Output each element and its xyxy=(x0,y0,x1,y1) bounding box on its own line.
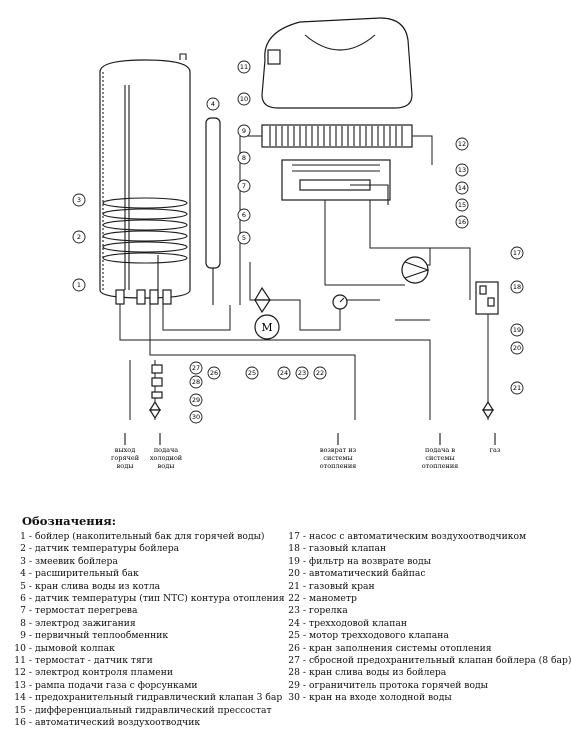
heat-exchanger xyxy=(261,124,413,148)
boiler-schematic: M 11 10 4 9 8 7 6 5 3 2 1 12 13 14 15 16… xyxy=(72,17,524,470)
legend-item: 21 -газовый кран xyxy=(288,580,375,592)
callout-1: 1 xyxy=(77,281,81,289)
callout-9: 9 xyxy=(242,127,246,135)
tank-coil xyxy=(102,197,188,264)
legend-item: 9 -первичный теплообменник xyxy=(20,630,169,642)
tank-fittings xyxy=(115,289,172,305)
legend-item: 5 -кран слива воды из котла xyxy=(20,580,161,592)
callout-25: 25 xyxy=(248,369,256,377)
callout-2: 2 xyxy=(77,233,81,241)
legend-item: 24 -трехходовой клапан xyxy=(288,617,408,629)
callout-27: 27 xyxy=(192,364,200,372)
legend-item: 27 -сбросной предохранительный клапан бо… xyxy=(288,655,571,667)
pump xyxy=(401,256,430,284)
legend-item: 18 -газовый клапан xyxy=(288,543,387,555)
callout-16: 16 xyxy=(458,218,466,226)
legend-item: 25 -мотор трехходового клапана xyxy=(288,630,449,642)
legend-item: 14 -предохранительный гидравлический кла… xyxy=(14,692,283,704)
callout-6: 6 xyxy=(242,211,246,219)
callout-11: 11 xyxy=(240,63,248,71)
callout-5: 5 xyxy=(242,234,246,242)
legend-item: 16 -автоматический воздухоотводчик xyxy=(14,717,201,729)
callout-labels: 11 10 4 9 8 7 6 5 3 2 1 12 13 14 15 16 1… xyxy=(72,60,524,424)
legend-item: 3 -змеевик бойлера xyxy=(20,555,118,567)
port-gas: газ xyxy=(490,446,501,454)
callout-18: 18 xyxy=(513,283,521,291)
legend-item: 1 -бойлер (накопительный бак для горячей… xyxy=(20,531,265,542)
callout-4: 4 xyxy=(211,100,215,108)
callout-29: 29 xyxy=(192,396,200,404)
callout-10: 10 xyxy=(240,95,248,103)
callout-7: 7 xyxy=(242,182,246,190)
legend-item: 6 -датчик температуры (тип NTC) контура … xyxy=(20,593,285,605)
callout-28: 28 xyxy=(192,378,200,386)
burner xyxy=(281,159,391,205)
manometer xyxy=(332,294,348,310)
legend-left-column: 1 -бойлер (накопительный бак для горячей… xyxy=(10,531,285,730)
callout-3: 3 xyxy=(77,196,81,204)
callout-8: 8 xyxy=(242,154,246,162)
legend-right-column: 17 -насос с автоматическим воздухоотводч… xyxy=(284,531,571,705)
legend-item: 29 -ограничитель протока горячей воды xyxy=(288,679,488,691)
motor-label: M xyxy=(261,321,272,334)
legend-item: 2 -датчик температуры бойлера xyxy=(20,543,180,555)
flue-hood xyxy=(261,17,413,109)
callout-19: 19 xyxy=(513,326,521,334)
legend-item: 30 -кран на входе холодной воды xyxy=(288,692,452,704)
legend-title: Обозначения: xyxy=(22,514,116,528)
bottom-valves xyxy=(148,364,495,420)
legend-item: 19 -фильтр на возврате воды xyxy=(288,555,431,567)
legend-item: 26 -кран заполнения системы отопления xyxy=(288,642,492,654)
callout-30: 30 xyxy=(192,413,200,421)
callout-15: 15 xyxy=(458,201,466,209)
callout-23: 23 xyxy=(298,369,306,377)
callout-17: 17 xyxy=(513,249,521,257)
legend-item: 8 -электрод зажигания xyxy=(20,617,136,629)
three-way-valve: M xyxy=(253,286,280,340)
legend-item: 11 -термостат - датчик тяги xyxy=(14,655,153,667)
legend-item: 20 -автоматический байпас xyxy=(288,568,426,580)
legend-item: 28 -кран слива воды из бойлера xyxy=(288,667,447,679)
callout-14: 14 xyxy=(458,184,466,192)
legend-item: 22 -манометр xyxy=(288,593,357,605)
callout-22: 22 xyxy=(316,369,324,377)
gas-valve xyxy=(475,281,499,315)
callout-20: 20 xyxy=(513,344,521,352)
callout-21: 21 xyxy=(513,384,521,392)
legend-item: 23 -горелка xyxy=(288,605,348,617)
callout-13: 13 xyxy=(458,166,466,174)
legend-item: 12 -электрод контроля пламени xyxy=(14,667,173,679)
legend-item: 15 -дифференциальный гидравлический прес… xyxy=(14,704,272,716)
legend-item: 4 -расширительный бак xyxy=(20,568,139,580)
expansion-tank xyxy=(205,117,221,305)
legend-item: 10 -дымовой колпак xyxy=(14,642,115,654)
callout-12: 12 xyxy=(458,140,466,148)
legend-item: 13 -рампа подачи газа с форсунками xyxy=(14,679,198,691)
legend-item: 17 -насос с автоматическим воздухоотводч… xyxy=(288,531,527,542)
callout-24: 24 xyxy=(280,369,288,377)
legend-item: 7 -термостат перегрева xyxy=(20,605,138,617)
callout-26: 26 xyxy=(210,369,218,377)
